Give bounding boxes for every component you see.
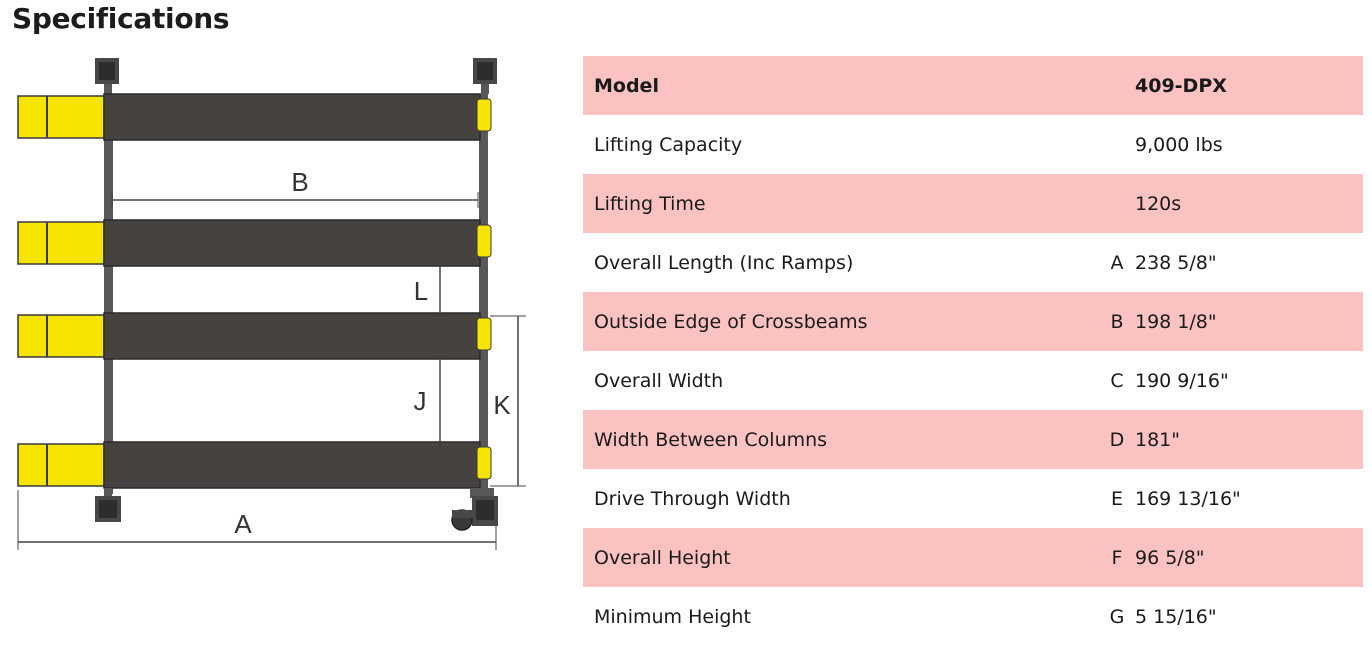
spec-ref: B: [1099, 292, 1135, 351]
spec-value: 181": [1135, 410, 1363, 469]
spec-ref: F: [1099, 528, 1135, 587]
table-row: Overall Height F 96 5/8": [583, 528, 1363, 587]
dimension-l: L: [414, 266, 441, 313]
column-post-top-left: [95, 58, 119, 94]
dimension-j: J: [414, 359, 441, 442]
table-row: Width Between Columns D 181": [583, 410, 1363, 469]
spec-ref: G: [1109, 605, 1125, 628]
table-row: Lifting Time 120s: [583, 174, 1363, 233]
frame-rail-left: [104, 94, 113, 494]
dimension-b: B: [111, 167, 479, 208]
spec-value: 409-DPX: [1135, 56, 1363, 115]
dimension-label-k: K: [493, 390, 511, 420]
dimension-label-a: A: [234, 509, 252, 539]
table-row: Outside Edge of Crossbeams B 198 1/8": [583, 292, 1363, 351]
spec-label: Lifting Time: [583, 174, 1099, 233]
spec-label: Drive Through Width: [594, 487, 791, 510]
power-unit: [451, 488, 498, 531]
table-row: Lifting Capacity 9,000 lbs: [583, 115, 1363, 174]
dimension-label-l: L: [414, 276, 428, 306]
spec-ref: [1099, 174, 1135, 233]
spec-value: 120s: [1135, 174, 1363, 233]
table-row: Model 409-DPX: [583, 56, 1363, 115]
spec-ref: A: [1110, 251, 1124, 274]
dimension-label-j: J: [414, 386, 427, 416]
spec-label: Overall Height: [583, 528, 1099, 587]
spec-ref: E: [1110, 487, 1123, 510]
spec-ref: [1099, 115, 1135, 174]
table-row: Overall Length (Inc Ramps) A 238 5/8": [583, 233, 1363, 292]
parking-deck-4: [17, 441, 492, 489]
spec-label: Minimum Height: [594, 605, 751, 628]
spec-value: 169 13/16": [1135, 487, 1241, 510]
frame-rail-right: [479, 94, 488, 494]
table-row: Drive Through Width E 169 13/16": [583, 469, 1363, 528]
spec-value: 238 5/8": [1135, 251, 1217, 274]
spec-value: 9,000 lbs: [1135, 133, 1223, 156]
spec-label: Lifting Capacity: [594, 133, 743, 156]
spec-label: Model: [583, 56, 1099, 115]
table-row: Minimum Height G 5 15/16": [583, 587, 1363, 646]
spec-label: Outside Edge of Crossbeams: [583, 292, 1099, 351]
parking-deck-2: [17, 219, 492, 267]
spec-value: 5 15/16": [1135, 605, 1217, 628]
spec-label: Overall Length (Inc Ramps): [594, 251, 854, 274]
dimension-k: K: [490, 315, 526, 487]
spec-ref: [1099, 56, 1135, 115]
dimension-a: A: [17, 490, 497, 550]
spec-value: 96 5/8": [1135, 528, 1363, 587]
column-post-bottom-left: [95, 488, 121, 522]
table-row: Overall Width C 190 9/16": [583, 351, 1363, 410]
spec-ref: C: [1110, 369, 1124, 392]
parking-deck-1: [17, 93, 492, 141]
spec-value: 190 9/16": [1135, 369, 1229, 392]
spec-ref: D: [1099, 410, 1135, 469]
column-post-top-right: [473, 58, 497, 94]
spec-label: Width Between Columns: [583, 410, 1099, 469]
parking-deck-3: [17, 312, 492, 360]
page-title: Specifications: [12, 2, 230, 35]
spec-label: Overall Width: [594, 369, 724, 392]
spec-value: 198 1/8": [1135, 292, 1363, 351]
lift-diagram: B L J K A: [17, 58, 526, 550]
dimension-label-b: B: [291, 167, 308, 197]
specifications-table: Model 409-DPX Lifting Capacity 9,000 lbs…: [583, 56, 1363, 646]
